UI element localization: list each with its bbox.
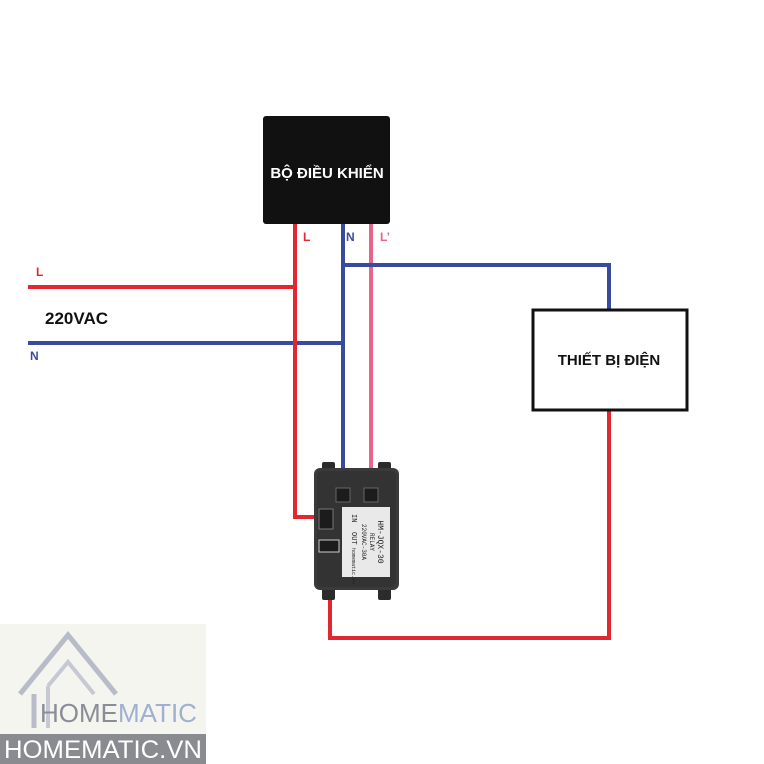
logo-wordmark-home: HOMEMATIC [40,698,197,728]
supply-neutral-label: N [30,349,39,363]
controller-box: BỘ ĐIỀU KHIỂN [263,116,390,224]
wires [28,224,611,640]
relay-module: HM-JQX-30 RELAY 220VAC-30A IN OUT homema… [314,462,399,600]
controller-terminal-l: L [303,230,310,244]
device-title: THIẾT BỊ ĐIỆN [558,351,661,369]
relay-rating: 220VAC-30A [360,524,367,560]
supply-voltage-label: 220VAC [45,309,108,328]
relay-in-label: IN [349,514,357,522]
controller-terminal-n: N [346,230,355,244]
relay-type: RELAY [368,533,375,551]
relay-site-label: homematic.vn [350,548,356,584]
logo-wordmark-matic: MATIC [118,698,197,728]
logo-site: HOMEMATIC.VN [4,736,202,764]
controller-title: BỘ ĐIỀU KHIỂN [270,164,383,182]
homematic-logo: HOMEMATIC HOMEMATIC.VN [0,624,206,764]
controller-terminal-lp: L’ [380,230,390,244]
device-neutral-wire [343,263,611,311]
house-icon [18,631,118,696]
relay-brand: HM-JQX-30 [375,520,384,563]
supply-line-label: L [36,265,43,279]
relay-out-label: OUT [349,532,357,545]
device-box: THIẾT BỊ ĐIỆN [531,308,689,412]
